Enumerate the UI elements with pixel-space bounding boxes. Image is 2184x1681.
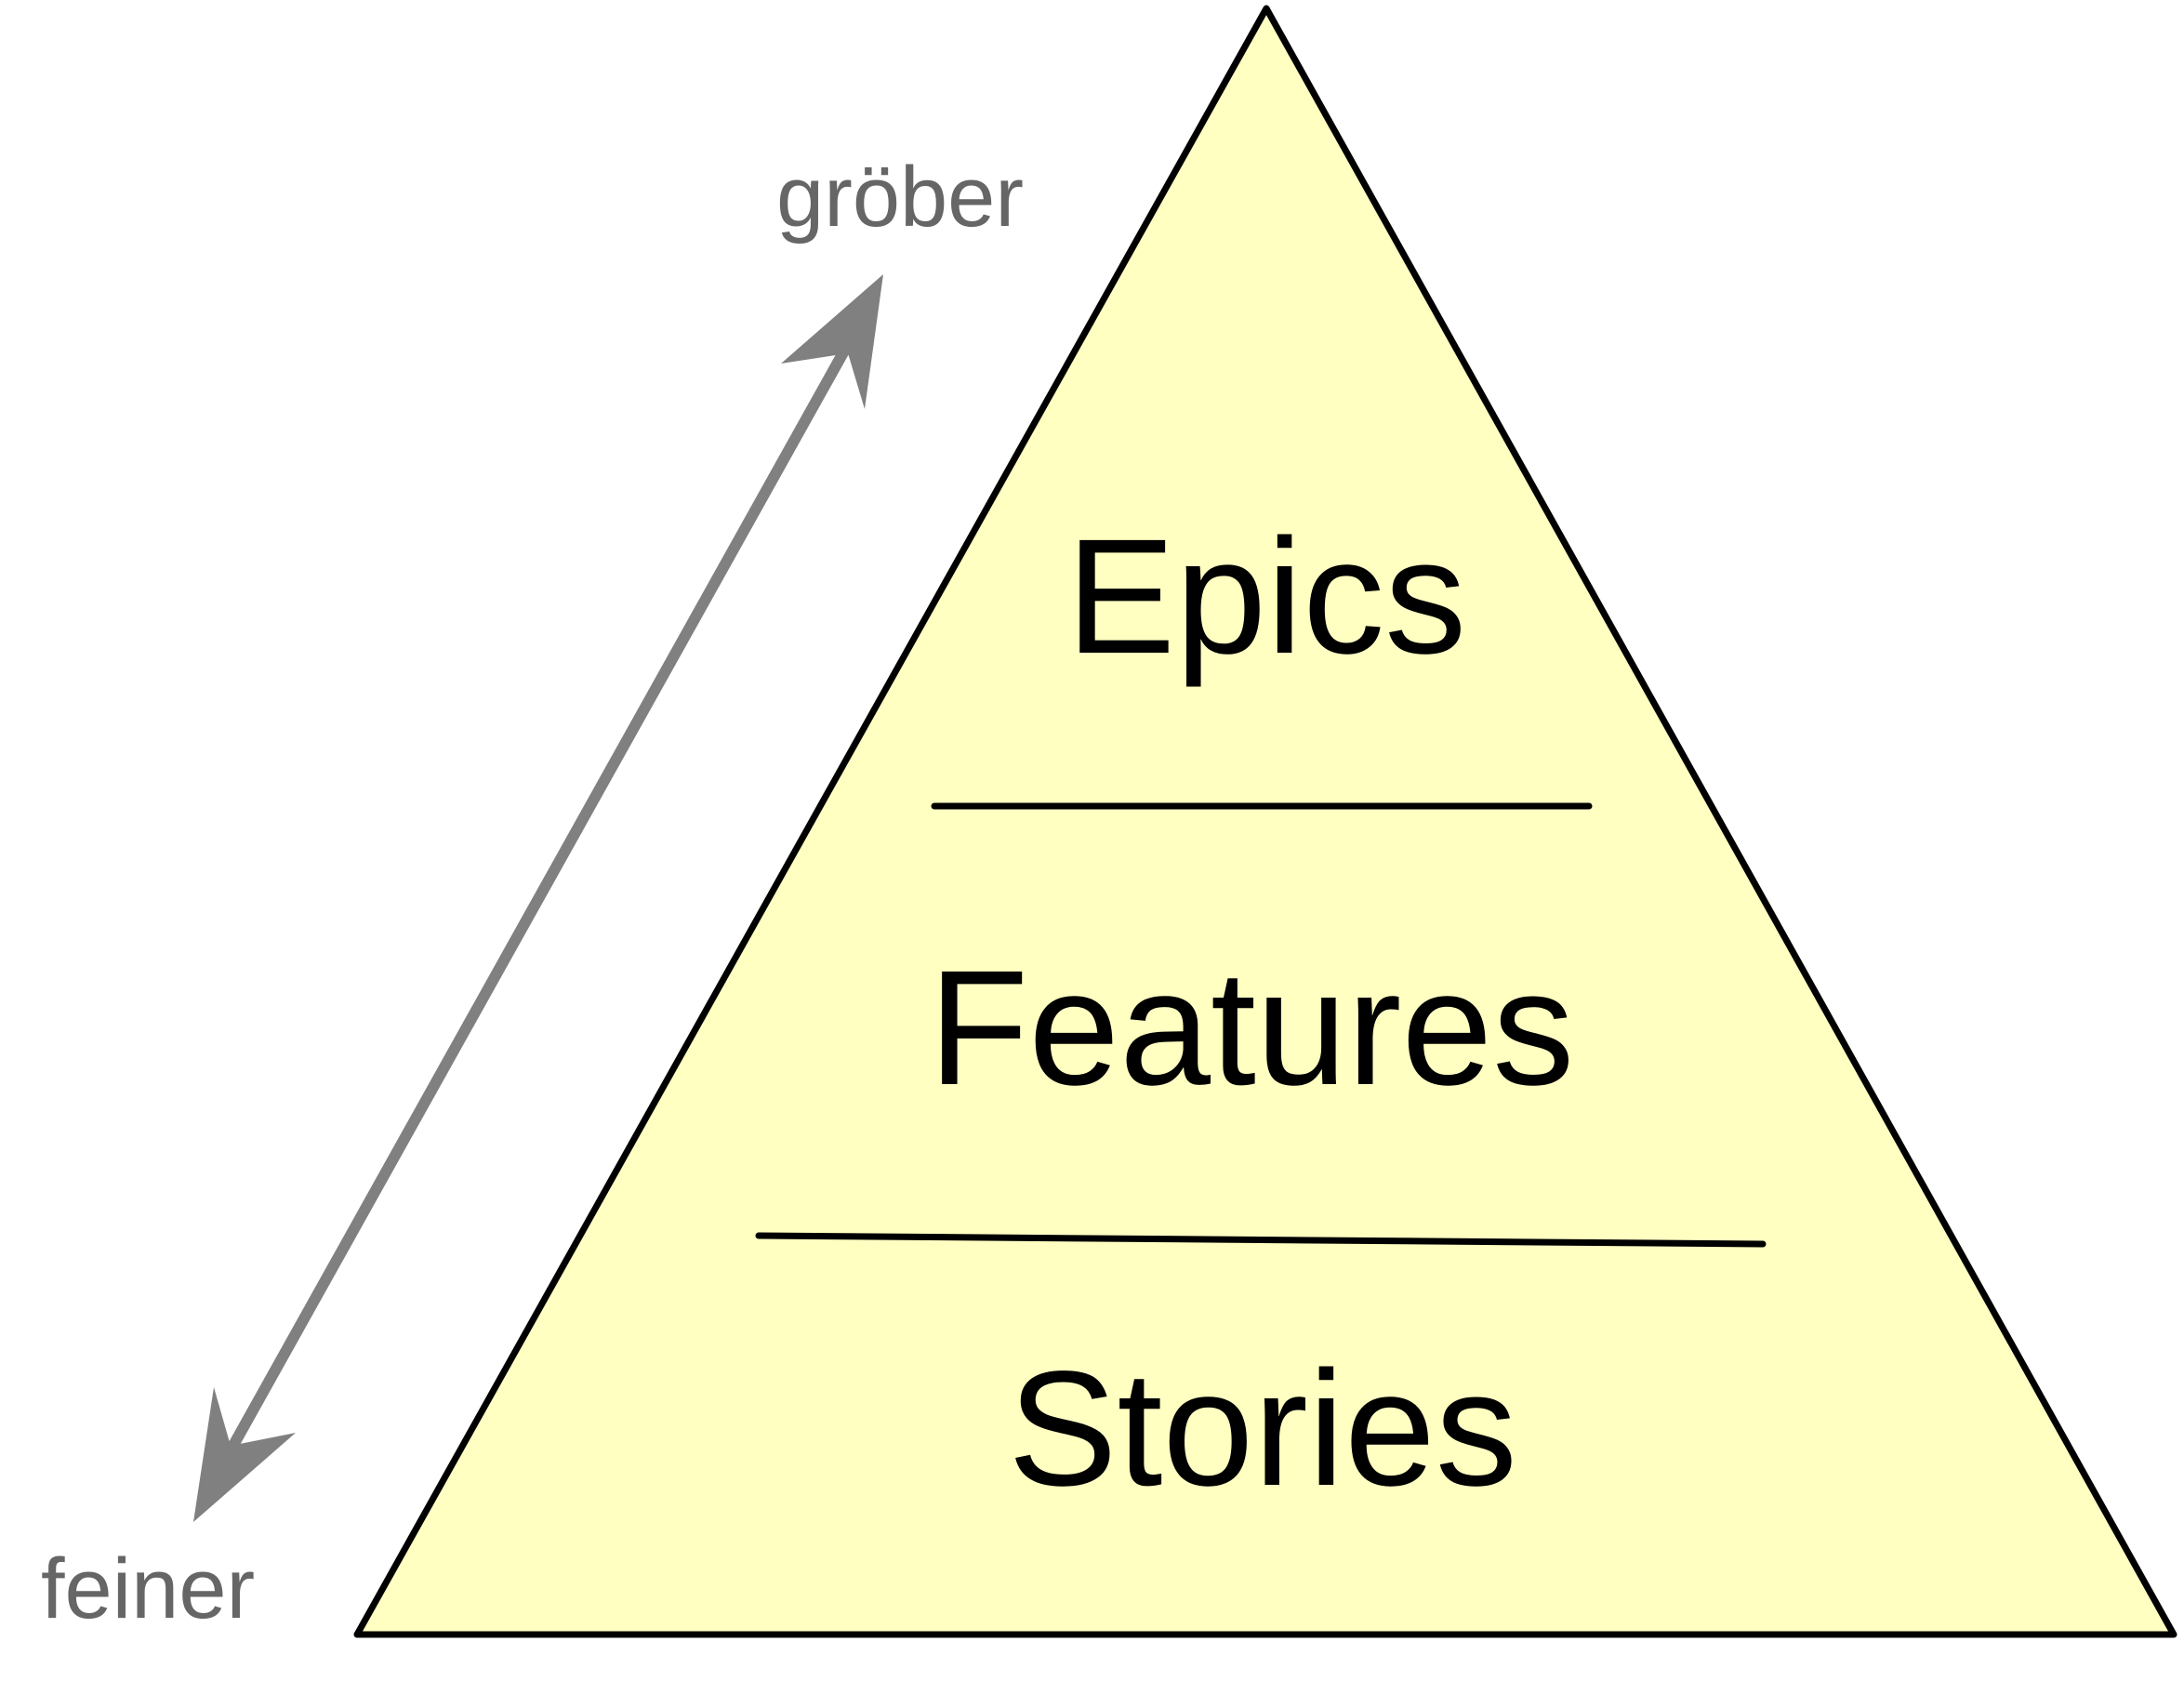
level-label-stories: Stories (1008, 1338, 1517, 1520)
divider-features-stories (755, 1232, 1767, 1248)
pyramid-shape (353, 5, 2177, 1638)
arrow-label-finer: feiner (41, 1542, 255, 1636)
level-label-epics: Epics (1066, 506, 1466, 688)
arrowhead-up (781, 274, 883, 409)
arrowhead-down (193, 1387, 296, 1522)
granularity-arrow (193, 274, 883, 1522)
granularity-arrow-shaft (221, 343, 853, 1460)
level-label-features: Features (929, 937, 1575, 1119)
arrow-label-coarser: gröber (776, 150, 1024, 245)
